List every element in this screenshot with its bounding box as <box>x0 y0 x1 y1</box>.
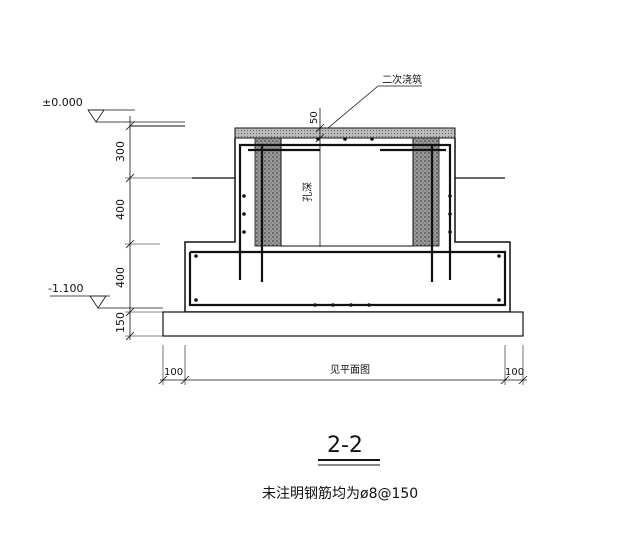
dim-left-2: 400 <box>114 199 127 220</box>
section-title: 2-2 <box>327 433 363 458</box>
elev-bottom-symbol <box>89 295 107 309</box>
dim-left-4: 150 <box>114 312 127 333</box>
elev-top-symbol <box>87 109 105 123</box>
dim-left-1: 300 <box>114 141 127 162</box>
rebar-lower-stirrup <box>188 250 507 307</box>
elev-top: ±0.000 <box>42 96 83 109</box>
leader-secondary-pour <box>327 85 379 129</box>
wall-right-hatch <box>412 137 440 247</box>
dim-bottom-right: 100 <box>505 367 524 378</box>
label-secondary-pour: 二次浇筑 <box>382 73 422 86</box>
rebar-note: 未注明钢筋均为ø8@150 <box>262 485 418 502</box>
rebar-dots <box>194 137 501 307</box>
wall-left-hatch <box>254 137 282 247</box>
base-slab <box>162 311 524 337</box>
elev-bottom: -1.100 <box>48 282 83 295</box>
dim-cap: 50 <box>309 111 320 124</box>
label-hole-depth: 孔深 <box>302 182 314 202</box>
footing-outline <box>184 138 511 313</box>
bottom-dim-ticks <box>158 375 528 385</box>
rebar-group <box>188 143 507 307</box>
dim-bottom-left: 100 <box>164 367 183 378</box>
cover-slab <box>234 127 456 139</box>
label-plan-ref: 见平面图 <box>330 364 370 376</box>
dim-left-3: 400 <box>114 267 127 288</box>
